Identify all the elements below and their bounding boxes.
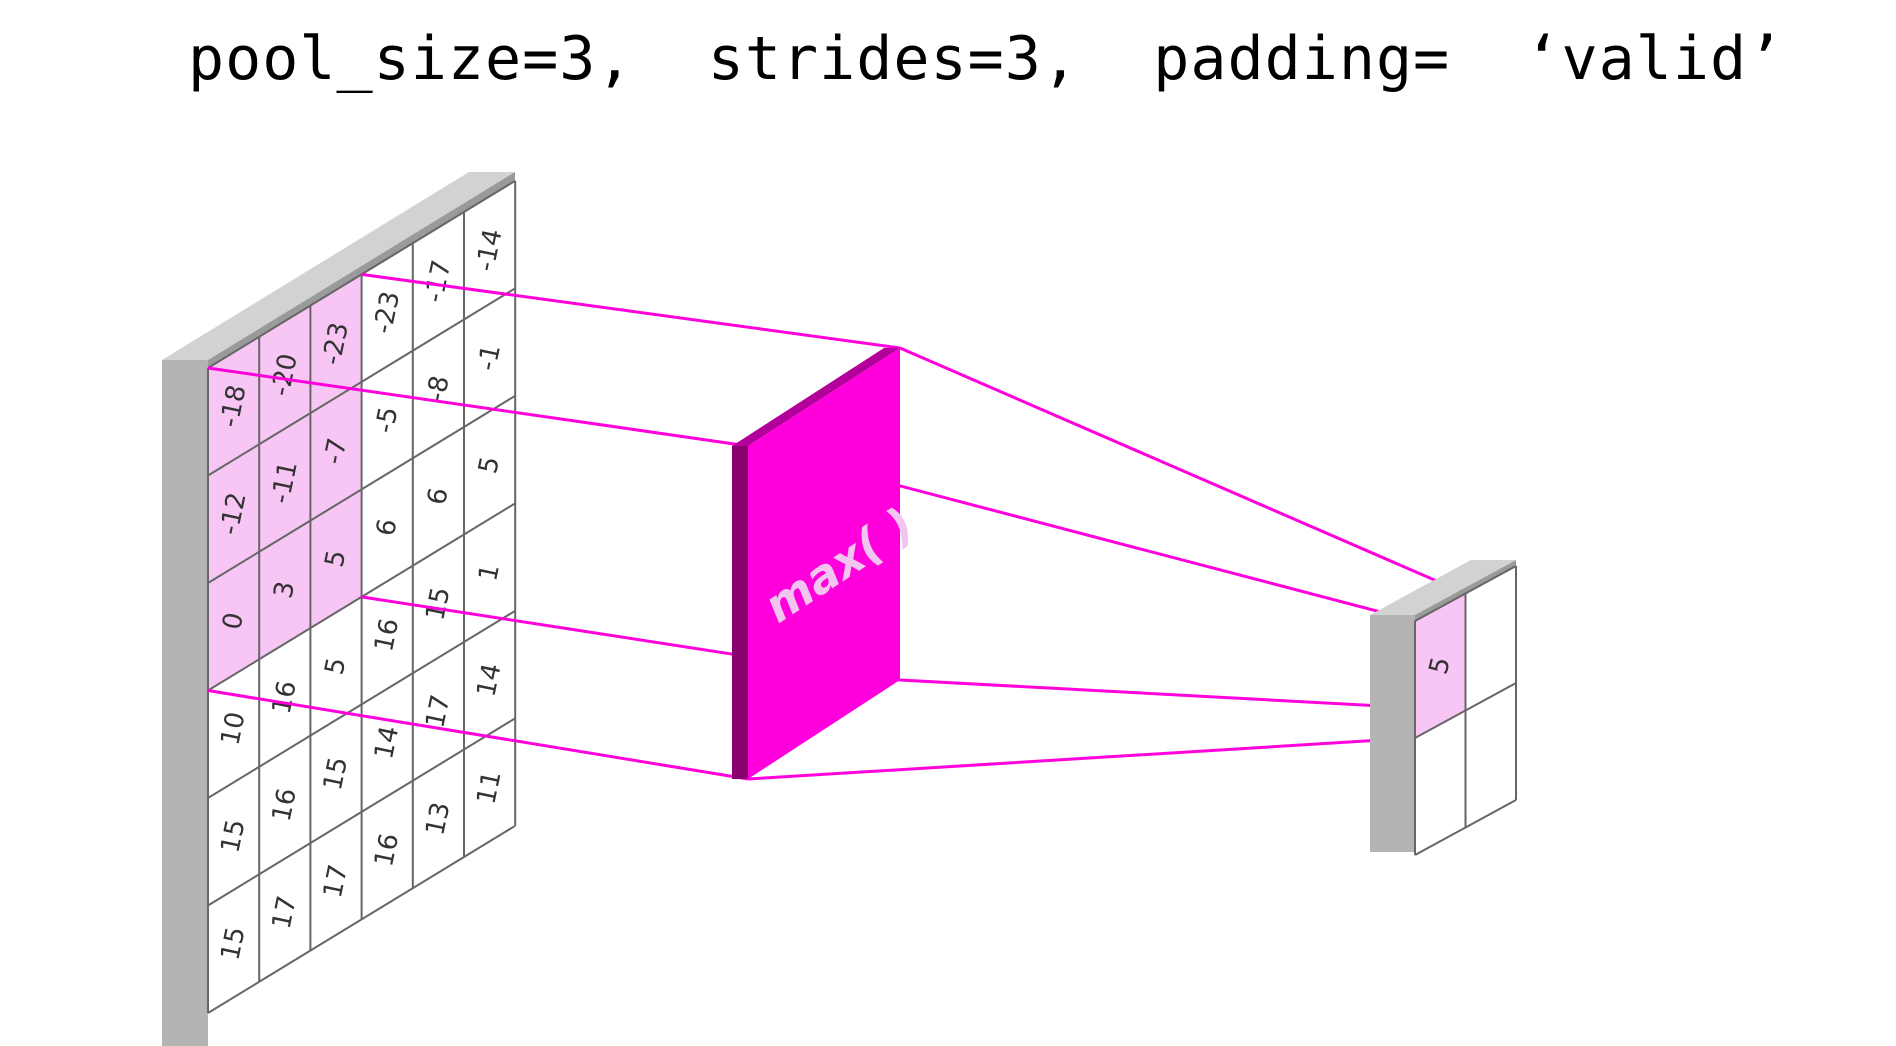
connector-line (899, 346, 1467, 595)
input-cell (208, 551, 260, 691)
input-cell (259, 305, 311, 445)
input-cell (361, 458, 413, 597)
input-cell-value: -5 (370, 404, 405, 436)
input-cell-value: 16 (267, 786, 303, 825)
input-cell-value: 13 (420, 800, 456, 839)
input-cell-value: 16 (369, 616, 405, 655)
input-cell (464, 180, 516, 320)
input-cell (464, 288, 516, 427)
input-cell (412, 427, 464, 566)
input-cell-value: 15 (420, 585, 456, 624)
input-cell-value: -1 (472, 342, 507, 374)
output-cell (1415, 593, 1466, 738)
connector-line (361, 272, 901, 350)
input-cell-value: 10 (216, 709, 252, 748)
page-title: pool_size=3, strides=3, padding= ‘valid’ (188, 24, 1785, 94)
input-cell-values: -18-20-23-23-17-14-12-11-7-5-8-103566510… (215, 226, 509, 963)
output-map-frame-top (1370, 560, 1516, 615)
output-cell (1465, 683, 1516, 828)
output-map-frame-side (1370, 615, 1415, 852)
input-cell (361, 673, 413, 812)
input-map-frame-side (162, 360, 208, 1046)
input-cell-value: 15 (216, 817, 252, 856)
input-cell (259, 413, 311, 552)
input-cell (208, 336, 260, 476)
input-cell-value: 17 (318, 862, 354, 901)
input-cell-value: 17 (267, 893, 303, 932)
connector-line (207, 689, 749, 781)
input-feature-map: -18-20-23-23-17-14-12-11-7-5-8-103566510… (162, 172, 517, 1046)
input-cell (412, 212, 464, 351)
input-cell-value: 5 (320, 548, 353, 570)
input-cell (310, 811, 362, 951)
output-grid-lines (1414, 565, 1517, 856)
input-cell (208, 874, 260, 1013)
input-cell-value: 15 (318, 754, 354, 793)
input-cell (464, 395, 516, 535)
input-cell (412, 534, 464, 674)
input-cell (412, 749, 464, 889)
input-cell (464, 503, 516, 642)
input-cells (208, 180, 516, 1013)
max-operation-block: max( ) (732, 348, 923, 779)
input-cell (361, 780, 413, 920)
input-cell (310, 704, 362, 844)
connector-line (747, 736, 1416, 781)
input-cell (361, 243, 413, 382)
input-cell (310, 489, 362, 629)
connector-line (207, 366, 749, 448)
output-cell (1415, 710, 1466, 855)
input-cell-value: 5 (320, 655, 353, 677)
input-cell (464, 718, 516, 857)
input-cell-value: 6 (371, 516, 404, 538)
output-cell-value: 5 (1424, 654, 1457, 677)
input-cell-value: -7 (319, 435, 354, 467)
output-cell-values: 5 (1424, 654, 1457, 677)
input-cell-value: 17 (420, 692, 456, 731)
input-cell-value: 6 (422, 485, 455, 507)
input-cell (464, 610, 516, 750)
input-cell (259, 843, 311, 982)
output-cells (1415, 566, 1516, 855)
input-cell-value: 1 (473, 561, 506, 583)
output-cell (1465, 566, 1516, 711)
input-cell (208, 766, 260, 906)
input-cell-value: 0 (217, 610, 250, 632)
output-map-frame-edge (1415, 560, 1516, 621)
input-cell-value: 11 (472, 768, 508, 807)
input-cell (259, 735, 311, 875)
input-cell (310, 596, 362, 736)
input-cell (208, 444, 260, 583)
max-block-face (748, 348, 900, 779)
input-cell (412, 319, 464, 459)
input-map-frame-top (162, 172, 515, 360)
input-cell-value: 3 (268, 579, 301, 601)
input-cell-value: 14 (369, 723, 405, 762)
input-cell (259, 520, 311, 660)
input-cell (259, 628, 311, 767)
input-cell (310, 381, 362, 521)
input-cell-value: 5 (473, 454, 506, 476)
input-cell-value: 14 (472, 661, 508, 700)
output-feature-map: 5 (1370, 560, 1517, 856)
input-cell-value: 16 (267, 678, 303, 717)
input-cell-value: 15 (216, 924, 252, 963)
input-cell (310, 274, 362, 414)
input-cell (412, 642, 464, 781)
max-block-side (732, 446, 748, 779)
input-map-frame-edge (208, 172, 515, 368)
input-cell-value: 16 (369, 831, 405, 870)
max-block-top (732, 348, 900, 446)
input-cell (361, 350, 413, 490)
